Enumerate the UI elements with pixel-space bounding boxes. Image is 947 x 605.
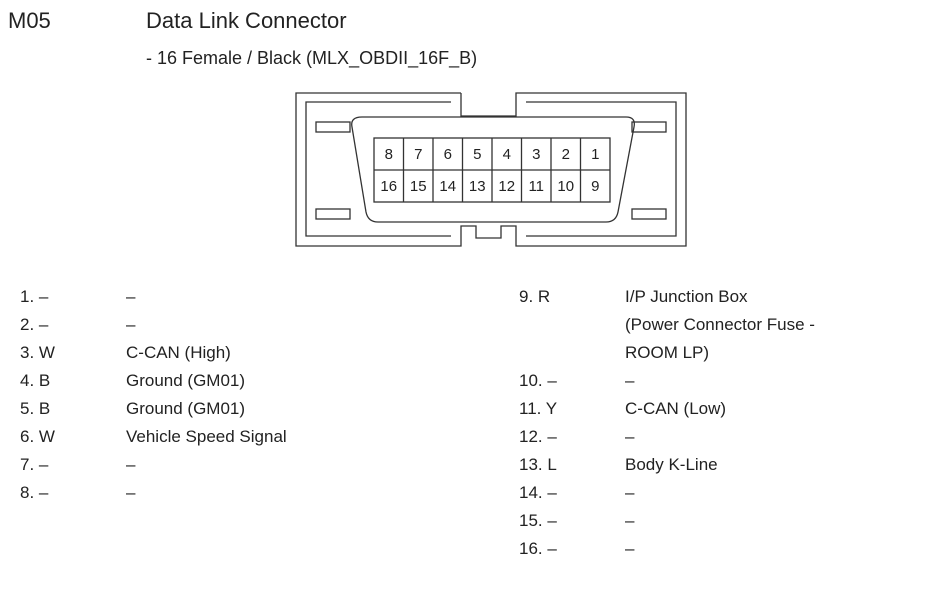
connector-code: M05 [8, 8, 51, 33]
pin-number-7: 7 [414, 146, 422, 163]
pin-id: 15. – [519, 511, 557, 530]
connector-title: Data Link Connector [146, 8, 347, 33]
pin-description: (Power Connector Fuse - [625, 315, 815, 334]
pin-description: – [126, 455, 136, 474]
pin-description: I/P Junction Box [625, 287, 748, 306]
pin-id: 8. – [20, 483, 49, 502]
pin-id: 1. – [20, 287, 49, 306]
pin-number-6: 6 [444, 146, 452, 163]
pin-id: 16. – [519, 539, 557, 558]
pin-description: Vehicle Speed Signal [126, 427, 287, 446]
pin-number-12: 12 [498, 178, 515, 195]
pin-id: 5. B [20, 399, 51, 418]
pin-id: 4. B [20, 371, 51, 390]
pin-number-11: 11 [528, 178, 544, 195]
connector-subtitle: - 16 Female / Black (MLX_OBDII_16F_B) [146, 48, 478, 68]
pin-id: 9. R [519, 287, 551, 306]
pin-number-9: 9 [591, 178, 599, 195]
pin-description: – [625, 511, 635, 530]
pin-id: 12. – [519, 427, 557, 446]
pin-number-16: 16 [380, 178, 397, 195]
pin-id: 6. W [20, 427, 55, 446]
pin-number-8: 8 [385, 146, 393, 163]
pin-description: Ground (GM01) [126, 399, 246, 418]
pin-number-15: 15 [410, 178, 427, 195]
pin-number-14: 14 [439, 178, 456, 195]
pin-description: – [625, 427, 635, 446]
pin-description: – [126, 315, 136, 334]
pin-id: 10. – [519, 371, 557, 390]
pin-description: – [625, 371, 635, 390]
pin-id: 7. – [20, 455, 49, 474]
pin-id: 14. – [519, 483, 557, 502]
pin-description: C-CAN (Low) [625, 399, 727, 418]
pin-id: 13. L [519, 455, 557, 474]
pin-description: Ground (GM01) [126, 371, 246, 390]
pin-description: Body K-Line [625, 455, 718, 474]
pin-description: ROOM LP) [625, 343, 710, 362]
pin-description: – [126, 483, 136, 502]
connector-diagram: 8 7 6 5 4 3 2 1 16 15 14 13 12 11 10 9 [295, 92, 687, 247]
pin-number-3: 3 [532, 146, 540, 163]
pin-description: – [625, 483, 635, 502]
pin-number-10: 10 [557, 178, 574, 195]
pin-description: C-CAN (High) [126, 343, 231, 362]
pin-id: 2. – [20, 315, 49, 334]
pin-id: 11. Y [519, 399, 558, 418]
pin-number-5: 5 [473, 146, 481, 163]
pin-number-2: 2 [562, 146, 570, 163]
pin-number-1: 1 [591, 146, 599, 163]
pin-description: – [126, 287, 136, 306]
connector-housing [295, 92, 687, 247]
pin-id: 3. W [20, 343, 55, 362]
pin-number-13: 13 [469, 178, 486, 195]
pin-number-4: 4 [503, 146, 511, 163]
pin-description: – [625, 539, 635, 558]
